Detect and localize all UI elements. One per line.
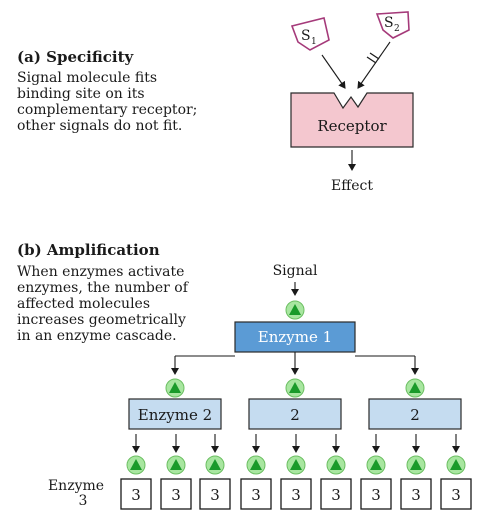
signal-s2-letter: S bbox=[384, 15, 394, 31]
s2-blocked-arrow bbox=[357, 41, 391, 89]
enzyme3-label: 3 bbox=[411, 486, 421, 504]
activator-triangle bbox=[170, 459, 182, 470]
activator-triangle bbox=[450, 459, 462, 470]
receptor-label: Receptor bbox=[317, 117, 387, 135]
enzyme2-box-left bbox=[128, 398, 222, 430]
enzyme3-cascade: 3 3 3 3 3 3 3 3 3 bbox=[120, 434, 472, 510]
enzyme2-label-mid: 2 bbox=[290, 406, 300, 424]
activator-signal bbox=[285, 300, 305, 320]
enzyme3-box bbox=[240, 478, 272, 510]
enzyme3-title-line1: Enzyme bbox=[48, 478, 104, 494]
activator-mid bbox=[285, 378, 305, 398]
enzyme3-label: 3 bbox=[291, 486, 301, 504]
enzyme3-box bbox=[120, 478, 152, 510]
enzyme2-label-right: 2 bbox=[410, 406, 420, 424]
signal-label: Signal bbox=[273, 263, 318, 279]
enzyme3-label: 3 bbox=[451, 486, 461, 504]
enzyme3-label: 3 bbox=[331, 486, 341, 504]
enzyme2-box-right bbox=[368, 398, 462, 430]
enzyme3-label: 3 bbox=[210, 486, 220, 504]
specificity-description: Signal molecule fits binding site on its… bbox=[17, 70, 198, 134]
activator-triangle bbox=[209, 459, 221, 470]
s2-block-bar-2 bbox=[369, 52, 380, 60]
signal-s1: S 1 bbox=[290, 17, 330, 51]
enzyme3-label: 3 bbox=[131, 486, 141, 504]
signal-s2-shape bbox=[375, 11, 410, 39]
enzyme1-box bbox=[234, 321, 356, 353]
signal-s2: S 2 bbox=[375, 11, 410, 39]
enzyme3-box bbox=[440, 478, 472, 510]
activator-triangle bbox=[130, 459, 142, 470]
enzyme3-label: 3 bbox=[171, 486, 181, 504]
enzyme1-label: Enzyme 1 bbox=[258, 328, 332, 346]
specificity-heading: (a) Specificity bbox=[17, 48, 134, 66]
enzyme2-label-left: Enzyme 2 bbox=[138, 406, 212, 424]
activator-triangle bbox=[370, 459, 382, 470]
activator-triangle bbox=[290, 459, 302, 470]
enzyme3-box bbox=[400, 478, 432, 510]
enzyme3-box bbox=[320, 478, 352, 510]
enzyme3-label: 3 bbox=[251, 486, 261, 504]
effect-label: Effect bbox=[331, 178, 373, 194]
enzyme3-box bbox=[360, 478, 392, 510]
activator-triangle bbox=[330, 459, 342, 470]
enzyme2-box-mid bbox=[248, 398, 342, 430]
enzyme3-title-line2: 3 bbox=[79, 493, 88, 509]
signal-s1-letter: S bbox=[301, 28, 311, 44]
activator-right bbox=[405, 378, 425, 398]
s2-block-bar-1 bbox=[366, 56, 377, 64]
receptor-box bbox=[290, 92, 414, 148]
enzyme3-box bbox=[199, 478, 231, 510]
activator-triangle bbox=[410, 459, 422, 470]
enzyme3-box bbox=[160, 478, 192, 510]
amplification-description: When enzymes activate enzymes, the numbe… bbox=[17, 264, 188, 344]
activator-left bbox=[165, 378, 185, 398]
s1-binding-arrow bbox=[321, 54, 346, 89]
activator-triangle bbox=[250, 459, 262, 470]
enzyme3-box bbox=[280, 478, 312, 510]
signal-s1-shape bbox=[290, 17, 330, 51]
signal-s1-subscript: 1 bbox=[311, 37, 317, 47]
enzyme3-label: 3 bbox=[371, 486, 381, 504]
amplification-heading: (b) Amplification bbox=[17, 241, 160, 259]
signal-s2-subscript: 2 bbox=[394, 24, 400, 34]
